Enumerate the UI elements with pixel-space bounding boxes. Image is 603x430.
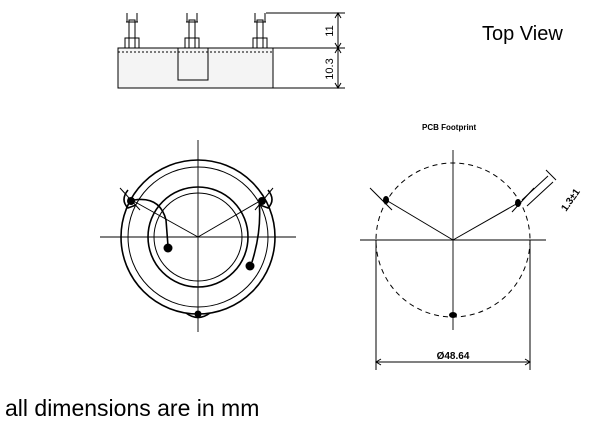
circle-diameter-dimension: Ø48.64: [437, 351, 470, 362]
pin-pad-2: [258, 197, 266, 205]
pad-diameter-dimension: 1.3±1: [559, 187, 583, 214]
pin-right: [252, 13, 268, 49]
pin-height-dimension: 11: [324, 25, 336, 36]
pin-pad-3: [163, 243, 173, 253]
pin-pad-5: [194, 310, 202, 318]
pin-left: [124, 13, 140, 49]
body-height-dimension: 10.3: [324, 58, 336, 79]
top-view-label: Top View: [482, 23, 563, 45]
pin-center: [184, 13, 200, 49]
pcb-footprint-title: PCB Footprint: [422, 123, 477, 132]
side-view: 11 10.3: [117, 12, 345, 89]
footprint-pad-1: [383, 196, 389, 204]
dimensions-note: all dimensions are in mm: [5, 395, 259, 421]
pin-pad-1: [127, 197, 135, 205]
footprint-pad-3: [449, 312, 457, 318]
pcb-footprint: PCB Footprint 1.3±1 Ø48.64: [360, 123, 583, 370]
footprint-pad-2: [515, 199, 521, 207]
component-body: [117, 47, 274, 89]
bottom-view: [100, 140, 296, 332]
pin-pad-4: [245, 261, 255, 271]
